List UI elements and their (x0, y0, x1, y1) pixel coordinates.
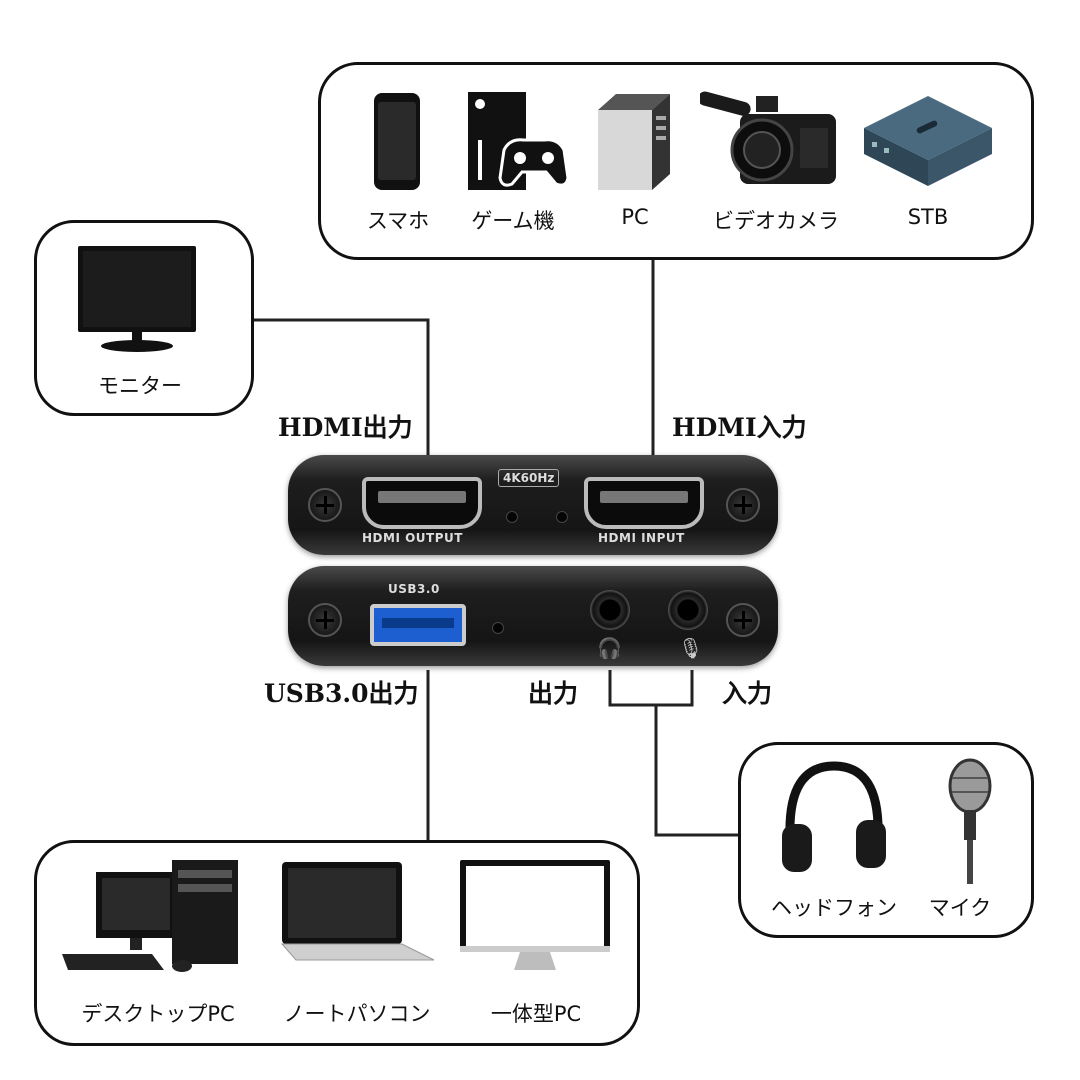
device-label-laptop: ノートパソコン (283, 1002, 431, 1026)
all-in-one-pc-icon (458, 858, 612, 976)
badge-4k60hz: 4K60Hz (498, 469, 560, 487)
set-top-box-icon (862, 92, 994, 188)
headphone-jack[interactable] (590, 590, 630, 630)
monitor-icon (76, 244, 198, 354)
device-label-desktop-pc: デスクトップPC (81, 1002, 235, 1026)
label-audio-output: 出力 (528, 679, 579, 708)
screw-icon (726, 603, 760, 637)
line-audio-to-peripherals (654, 705, 740, 837)
game-console-icon (466, 92, 570, 192)
led-indicator (556, 511, 568, 523)
pc-tower-icon (596, 92, 672, 192)
capture-device-usb-side: USB3.0 🎧 🎙 (288, 566, 778, 666)
device-label-monitor: モニター (98, 374, 182, 398)
line-monitor-to-hdmi-out (252, 318, 430, 455)
laptop-icon (276, 860, 436, 966)
hdmi-output-port[interactable] (362, 477, 482, 529)
label-usb-output: USB3.0出力 (264, 679, 419, 708)
label-hdmi-input: HDMI入力 (672, 413, 807, 442)
smartphone-icon (372, 92, 424, 192)
line-audio-bracket (608, 670, 694, 707)
led-indicator (506, 511, 518, 523)
capture-device-hdmi-side: HDMI OUTPUT 4K60Hz HDMI INPUT (288, 455, 778, 555)
label-audio-input: 入力 (722, 679, 773, 708)
screw-icon (308, 603, 342, 637)
hdmi-input-printing: HDMI INPUT (598, 531, 685, 545)
device-label-video-camera: ビデオカメラ (713, 209, 839, 233)
device-label-game-console: ゲーム機 (471, 209, 555, 233)
desktop-pc-icon (60, 858, 246, 978)
headphone-icon: 🎧 (597, 636, 622, 660)
device-label-pc: PC (621, 205, 649, 229)
device-label-smartphone: スマホ (366, 209, 430, 233)
led-indicator (492, 622, 504, 634)
microphone-small-icon: 🎙 (678, 636, 704, 660)
device-label-microphone: マイク (928, 896, 992, 920)
microphone-icon (942, 758, 998, 886)
microphone-jack[interactable] (668, 590, 708, 630)
label-hdmi-output: HDMI出力 (278, 413, 413, 442)
usb3-port[interactable] (370, 604, 466, 646)
screw-icon (726, 488, 760, 522)
screw-icon (308, 488, 342, 522)
video-camera-icon (697, 84, 840, 192)
hdmi-output-printing: HDMI OUTPUT (362, 531, 463, 545)
device-label-stb: STB (907, 205, 949, 229)
headphones-icon (778, 758, 890, 876)
device-label-headphones: ヘッドフォン (771, 896, 897, 920)
hdmi-input-port[interactable] (584, 477, 704, 529)
usb-printing: USB3.0 (388, 582, 440, 596)
device-label-all-in-one-pc: 一体型PC (490, 1002, 582, 1026)
